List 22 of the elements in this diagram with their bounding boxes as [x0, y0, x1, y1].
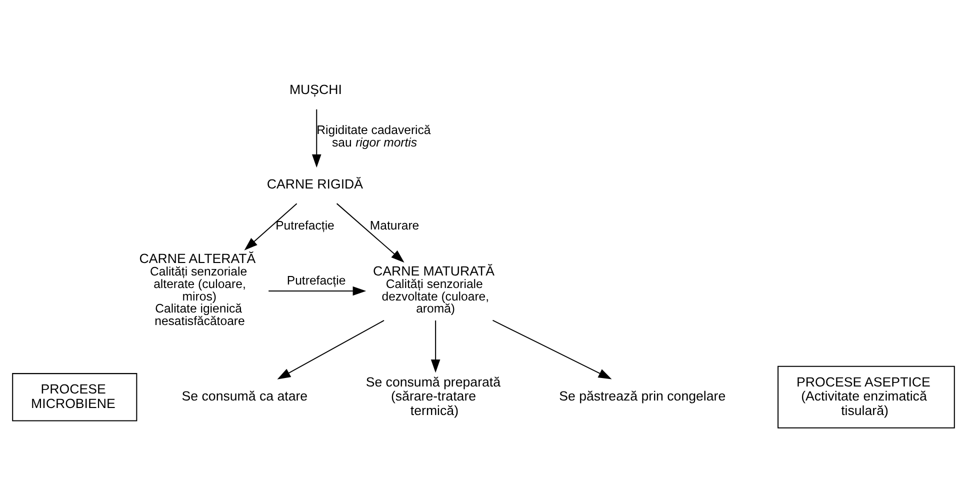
node-text: Se consumă preparată (sărare-tratare termică) [366, 374, 501, 418]
arrow [336, 202, 404, 262]
node-text: Se consumă ca atare [182, 388, 308, 404]
arrow [430, 320, 440, 372]
node-text: CARNE ALTERATĂ [139, 250, 256, 266]
edge-label: Putrefacție [286, 272, 346, 287]
node-text: CARNE MATURATĂ [373, 263, 495, 278]
node-text: CARNE RIGIDĂ [266, 176, 364, 191]
arrow [492, 319, 612, 379]
node-label: Calități senzoriale alterate (culoare, miros) [150, 264, 248, 303]
edge-label: Rigiditate cadaverică sau rigor mortis [316, 122, 431, 150]
arrow [268, 286, 366, 296]
node-box: PROCESE MICROBIENE [12, 372, 138, 421]
node-box: PROCESE ASEPTICE (Activitate enzimatică tisulară) [778, 365, 955, 428]
node-text: MUȘCHI [289, 82, 342, 97]
node-label: Calități senzoriale dezvoltate (culoare, aromă) [382, 276, 490, 316]
arrow [244, 202, 298, 250]
edge-label: Putrefacție [276, 218, 334, 232]
edge-label: Maturare [370, 218, 420, 232]
arrow [277, 320, 384, 379]
arrow [312, 108, 322, 168]
node-text: Se păstrează prin congelare [559, 388, 726, 404]
